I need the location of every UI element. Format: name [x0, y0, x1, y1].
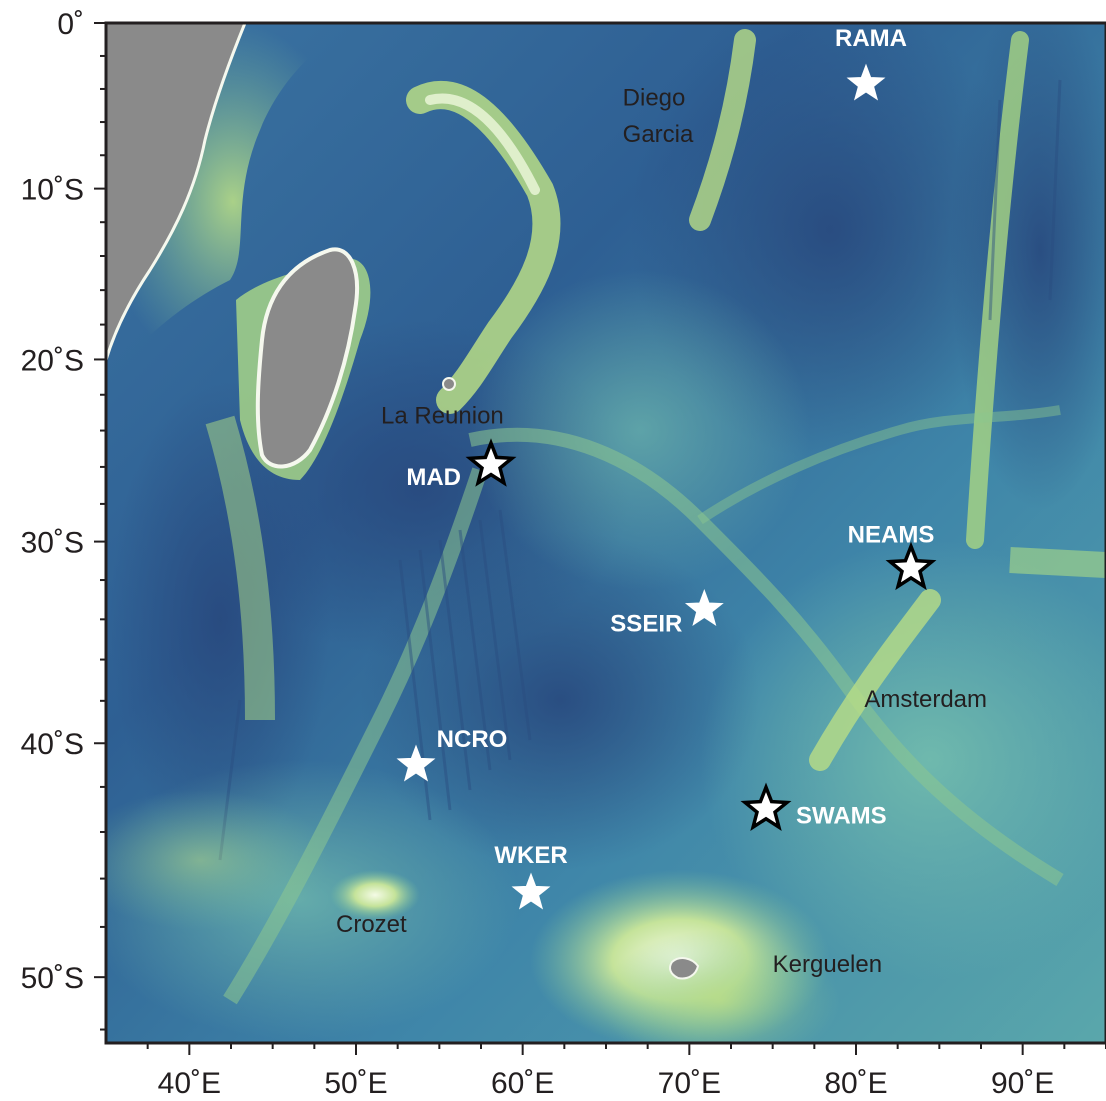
lon-tick-label: 80˚E: [824, 1067, 887, 1100]
station-star-icon: [684, 588, 724, 626]
station-star-icon: [740, 782, 792, 832]
station-star-icon: [846, 63, 886, 101]
lon-tick-label: 70˚E: [658, 1067, 721, 1100]
latitude-axis: 0˚ 10˚S 20˚S 30˚S 40˚S 50˚S: [21, 8, 106, 1031]
station-label: SSEIR: [610, 610, 682, 637]
station-star-icon: [465, 438, 517, 487]
station-label: WKER: [494, 842, 567, 869]
lon-tick-label: 90˚E: [991, 1067, 1054, 1100]
station-star-icon: [396, 744, 436, 782]
lon-tick-label: 40˚E: [158, 1067, 221, 1100]
place-label: Garcia: [623, 121, 694, 148]
station-label: MAD: [406, 464, 461, 491]
reunion-land: [442, 377, 456, 391]
place-label: Kerguelen: [773, 951, 882, 978]
map-background: [106, 23, 1106, 1043]
kerguelen-land: [669, 957, 700, 980]
lat-tick-label: 0˚: [57, 8, 84, 41]
station-label: NCRO: [437, 726, 508, 753]
station-label: SWAMS: [796, 802, 887, 829]
lon-tick-label: 50˚E: [324, 1067, 387, 1100]
lat-tick-label: 40˚S: [21, 728, 84, 761]
longitude-axis: 40˚E 50˚E 60˚E 70˚E 80˚E 90˚E: [146, 1043, 1106, 1100]
station-label: NEAMS: [848, 521, 935, 548]
place-label: Amsterdam: [864, 686, 987, 713]
africa-land: [106, 23, 247, 361]
lat-tick-label: 50˚S: [21, 962, 84, 995]
station-star-icon: [885, 541, 937, 591]
madagascar-land: [255, 247, 360, 469]
lon-tick-label: 60˚E: [491, 1067, 554, 1100]
station-markers: RAMA MAD NEAMS SSEIR NCRO SWAMS WKER: [396, 25, 937, 910]
lat-tick-label: 10˚S: [21, 174, 84, 207]
lat-tick-label: 20˚S: [21, 344, 84, 377]
place-label: Diego: [623, 84, 686, 111]
station-star-icon: [511, 872, 551, 910]
place-label: Crozet: [336, 911, 407, 938]
place-label: La Reunion: [381, 402, 504, 429]
station-label: RAMA: [835, 25, 907, 52]
lat-tick-label: 30˚S: [21, 527, 84, 560]
